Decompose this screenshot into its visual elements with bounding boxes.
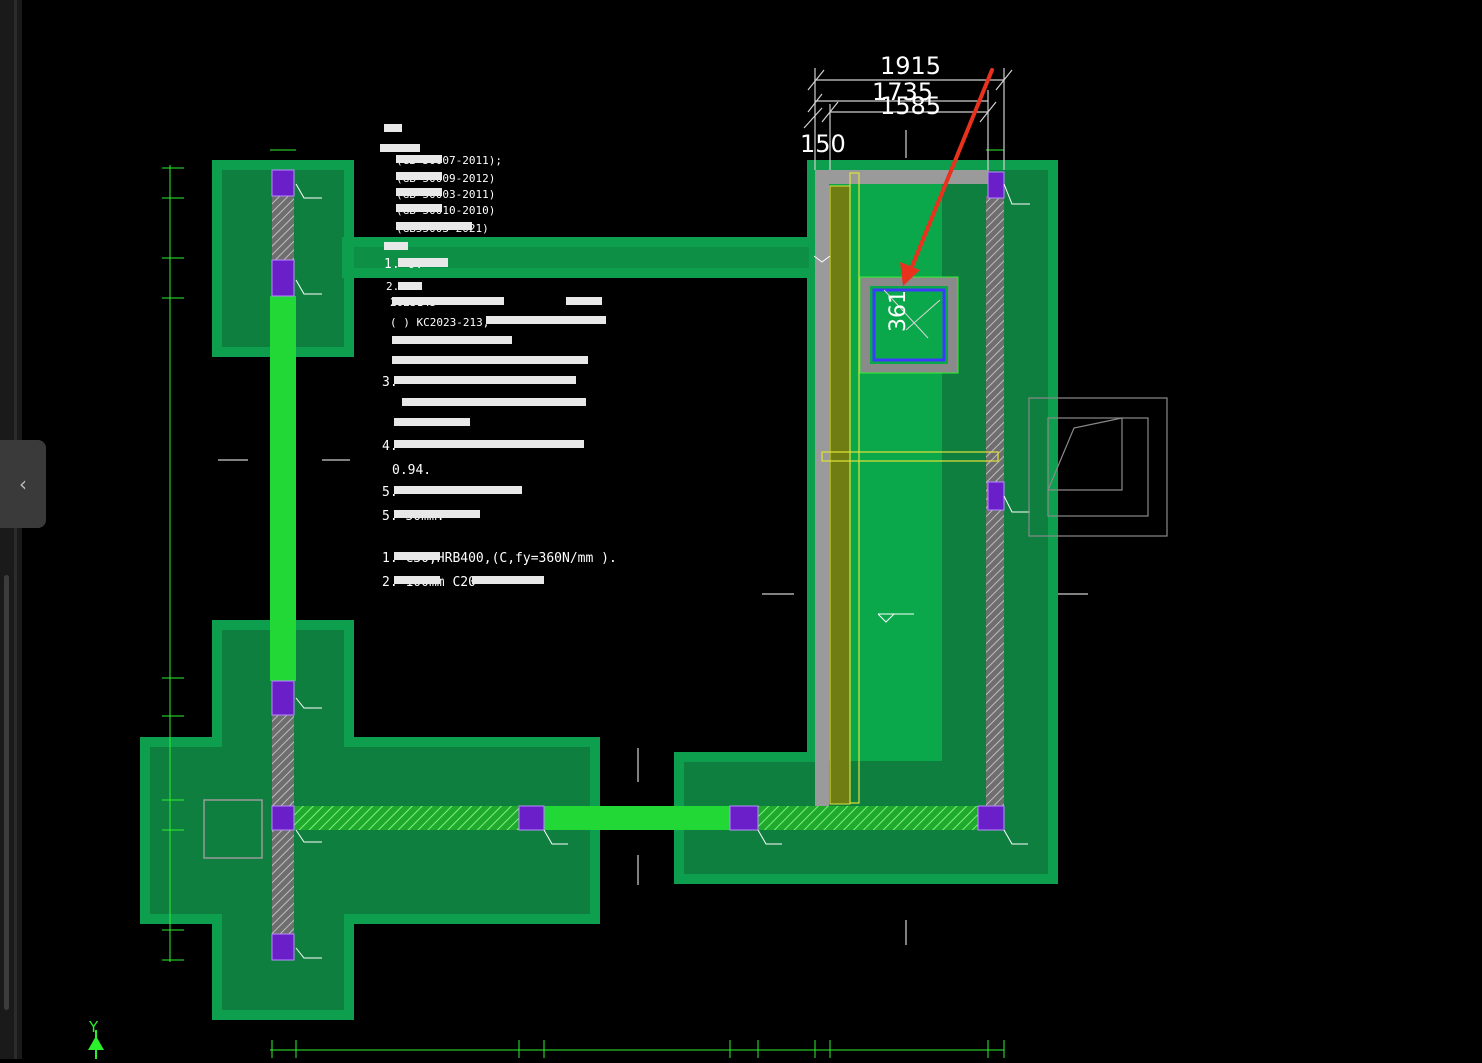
- top-dimensions: [803, 68, 1013, 170]
- chevron-left-icon: ‹: [19, 472, 27, 496]
- column-left-top-hatch: [272, 196, 294, 260]
- annotation-arrow-icon: [900, 68, 994, 286]
- beam-top-inner: [354, 247, 809, 268]
- design-notes: (GB 50007-2011); (GB 50009-2012) (GB 500…: [380, 124, 617, 590]
- pit-wall-top: [815, 170, 989, 184]
- yellow-beam-vertical: [829, 185, 851, 805]
- column-left: [270, 296, 296, 681]
- dim-1585: 1585: [880, 92, 941, 120]
- section-markers: [218, 130, 1088, 945]
- bottom-dimension-line: [270, 1040, 1005, 1058]
- column-markers: [271, 169, 1005, 961]
- y-axis-label: Y: [88, 1018, 99, 1036]
- left-dimension-line: [162, 165, 184, 962]
- box-dimension-361: 361: [886, 290, 911, 332]
- column-tags: [295, 183, 1030, 959]
- yellow-beam-vertical-2: [849, 172, 860, 804]
- dim-1735: 1735: [872, 78, 933, 106]
- beam-bottom-solid: [544, 806, 730, 830]
- beam-bottom-hatched-left: [294, 806, 519, 830]
- svg-text:4.: 4.: [382, 439, 398, 454]
- collapse-panel-button[interactable]: ‹: [0, 440, 46, 528]
- footing-outline-box: [203, 799, 263, 859]
- sump-box[interactable]: 361: [859, 276, 959, 374]
- yellow-beam-horizontal: [821, 451, 999, 462]
- rail-divider: [14, 0, 17, 1059]
- dim-1915: 1915: [880, 52, 941, 80]
- svg-text:1. C30,HRB400,(C,fy=36: 1. C30,HRB400,(C,fy=360N/mm ).: [382, 551, 617, 566]
- corridor-gap-top: [600, 752, 674, 797]
- svg-text:2.: 2.: [386, 280, 399, 293]
- beam-bottom-hatched-right: [758, 806, 978, 830]
- corridor-gap-bottom: [600, 840, 674, 884]
- left-rail: [0, 0, 22, 1059]
- level-marks: [813, 255, 914, 623]
- svg-text:5.: 5.: [382, 485, 398, 500]
- reference-detail-box: [1028, 397, 1168, 537]
- svg-text:( ) KC2023-213,: ( ) KC2023-213,: [390, 316, 489, 329]
- svg-text:3.: 3.: [382, 375, 398, 390]
- vertical-scrollbar[interactable]: [4, 575, 9, 1010]
- svg-text:0.94.: 0.94.: [392, 463, 431, 478]
- cad-viewport[interactable]: 361: [22, 0, 1482, 1059]
- y-axis-marker: Y: [88, 1018, 104, 1059]
- pit-wall-left: [815, 170, 829, 806]
- dim-150: 150: [800, 130, 846, 158]
